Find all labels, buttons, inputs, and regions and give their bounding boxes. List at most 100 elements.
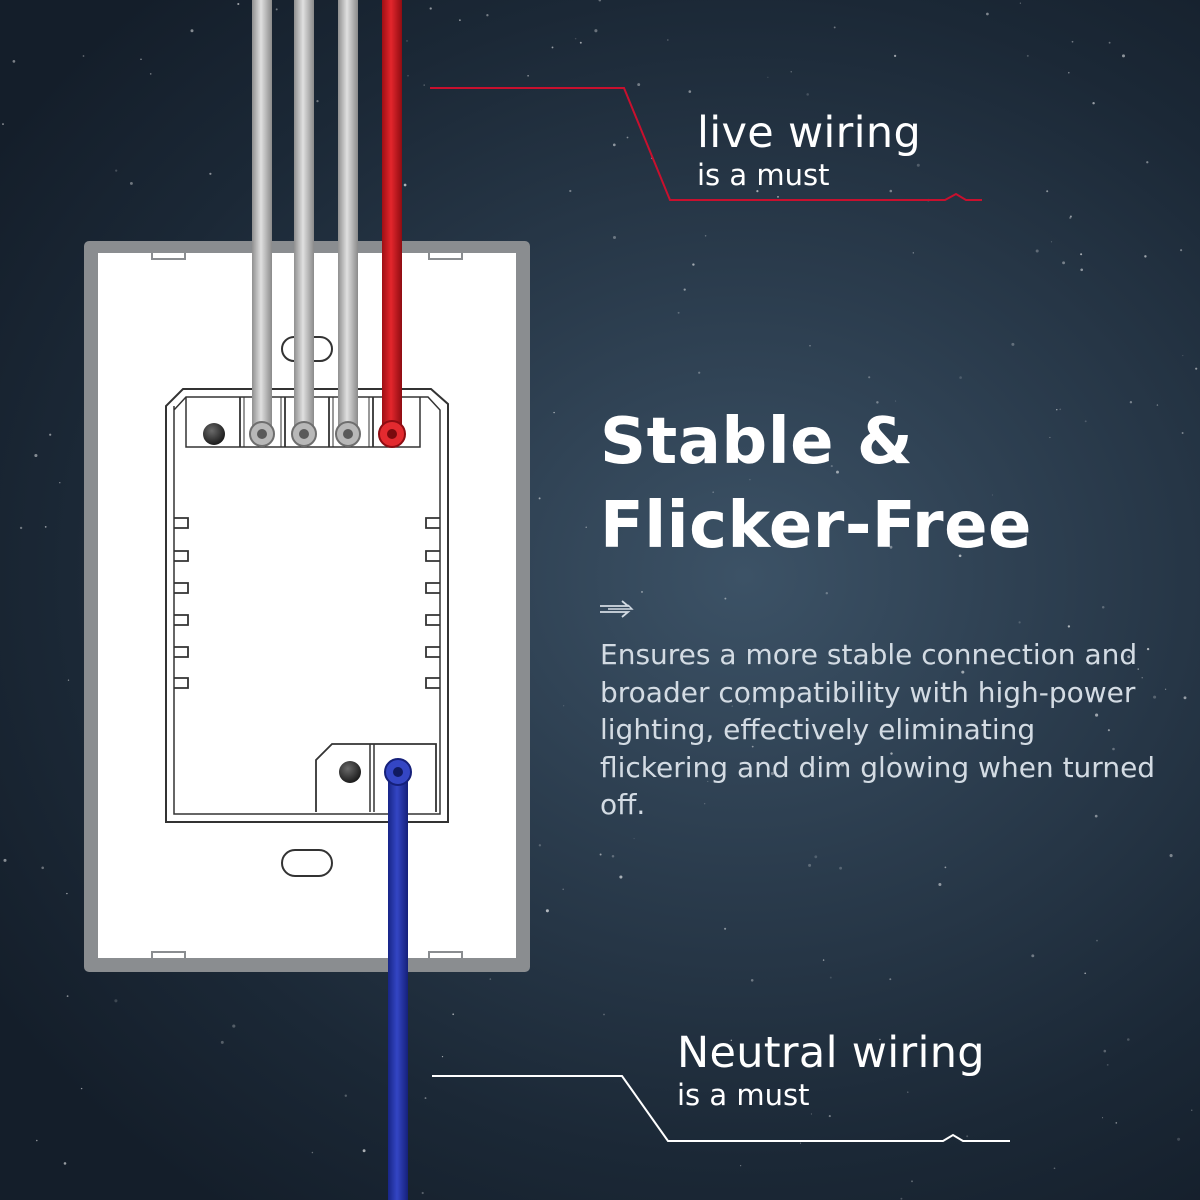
star-dot [553, 411, 555, 414]
star-dot [677, 311, 680, 314]
star-dot [486, 14, 489, 17]
star-dot [1050, 241, 1053, 243]
star-dot [808, 863, 812, 867]
star-dot [1062, 261, 1066, 265]
star-dot [115, 169, 118, 172]
star-dot [1049, 773, 1052, 776]
star-dot [828, 1115, 831, 1118]
star-dot [912, 252, 914, 254]
star-dot [459, 19, 461, 22]
star-dot [1103, 1049, 1107, 1053]
star-dot [1112, 747, 1115, 751]
star-dot [220, 1040, 224, 1044]
star-dot [80, 1087, 83, 1090]
star-dot [489, 978, 492, 980]
star-dot [641, 590, 643, 593]
star-dot [423, 84, 425, 86]
star-dot [1025, 533, 1028, 536]
star-dot [603, 1013, 605, 1016]
star-dot [748, 703, 751, 705]
star-dot [961, 670, 965, 674]
star-dot [3, 858, 7, 862]
star-dot [545, 909, 549, 913]
star-dot [666, 39, 669, 41]
star-dot [1059, 408, 1062, 411]
star-dot [599, 853, 602, 856]
star-dot [407, 74, 409, 77]
star-dot [344, 1094, 347, 1097]
star-dot [890, 752, 893, 755]
star-dot [944, 866, 947, 869]
star-dot [1156, 404, 1159, 406]
star-dot [1056, 409, 1058, 411]
star-dot [809, 345, 811, 347]
star-dot [1180, 249, 1183, 252]
star-dot [829, 976, 832, 979]
star-dot [1181, 432, 1184, 434]
star-dot [616, 436, 619, 439]
star-dot [706, 455, 710, 458]
star-dot [1146, 647, 1150, 651]
star-dot [1096, 939, 1098, 942]
star-dot [562, 888, 565, 891]
star-dot [1035, 249, 1039, 253]
star-dot [1127, 1038, 1130, 1041]
star-dot [767, 76, 769, 78]
star-dot [619, 875, 623, 879]
star-dot [19, 526, 23, 530]
star-dot [149, 73, 152, 75]
star-dot [958, 554, 962, 558]
star-dot [749, 478, 751, 481]
star-dot [140, 58, 142, 61]
star-dot [1137, 668, 1139, 670]
star-dot [692, 263, 695, 266]
star-dot [1129, 401, 1133, 404]
star-dot [1069, 215, 1072, 218]
star-dot [1095, 713, 1099, 717]
star-dot [637, 83, 641, 87]
bottom-mounting-slot [281, 849, 333, 877]
star-dot [538, 497, 541, 500]
star-dot [1182, 355, 1184, 357]
star-dot [1067, 625, 1071, 628]
star-dot [806, 93, 809, 96]
neutral-callout-line [432, 1075, 1010, 1142]
screw-icon [203, 423, 225, 445]
star-dot [751, 745, 754, 748]
neutral-wire [384, 758, 412, 1200]
star-dot [1071, 40, 1074, 43]
star-dot [1144, 255, 1147, 258]
star-dot [190, 29, 194, 33]
star-dot [830, 465, 833, 468]
star-dot [538, 844, 542, 847]
star-dot [424, 1097, 427, 1100]
star-dot [724, 597, 727, 600]
star-dot [209, 172, 212, 175]
live-wiring-title: live wiring [697, 108, 922, 158]
star-dot [49, 433, 52, 436]
star-dot [66, 892, 68, 895]
star-dot [876, 401, 879, 404]
star-dot [403, 183, 407, 187]
star-dot [770, 772, 774, 776]
star-dot [82, 55, 85, 57]
star-dot [563, 705, 565, 707]
star-dot [1049, 436, 1051, 439]
star-dot [527, 74, 529, 77]
star-dot [724, 927, 727, 930]
star-dot [731, 705, 733, 707]
star-dot [879, 1038, 881, 1041]
star-dot [1164, 688, 1167, 690]
star-dot [1106, 1064, 1109, 1066]
star-dot [275, 8, 278, 11]
star-dot [1195, 367, 1198, 370]
star-dot [1046, 190, 1049, 193]
star-dot [579, 41, 582, 44]
star-dot [683, 288, 686, 291]
star-dot [810, 1113, 812, 1115]
star-dot [1084, 972, 1087, 975]
live-callout-line [430, 87, 982, 201]
grey-wire [335, 0, 361, 447]
star-dot [551, 46, 554, 49]
star-dot [316, 99, 319, 103]
